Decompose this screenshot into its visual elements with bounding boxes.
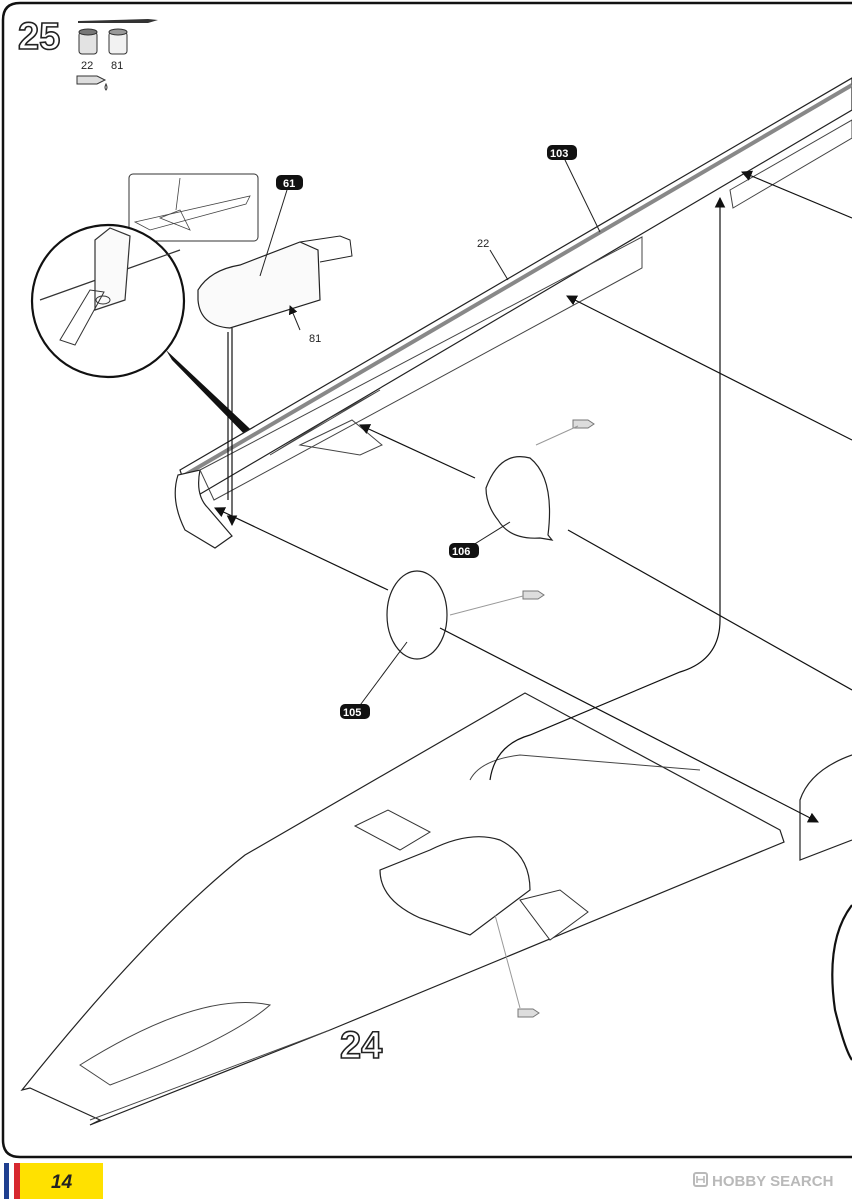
glue-tube-icon bbox=[76, 75, 108, 91]
page-border bbox=[1, 1, 852, 1159]
fuselage-part-103 bbox=[174, 77, 852, 549]
paint-label-22: 22 bbox=[477, 238, 489, 250]
brand-watermark: HOBBY SEARCH bbox=[712, 1173, 833, 1190]
glue-tube-icon bbox=[535, 419, 595, 446]
leader-lines bbox=[259, 159, 601, 713]
svg-text:61: 61 bbox=[283, 178, 295, 190]
hobby-search-logo-icon bbox=[693, 1172, 708, 1187]
flag-red bbox=[14, 1163, 20, 1199]
glue-tube-icon bbox=[449, 590, 545, 616]
reference-step-24: 24 bbox=[340, 1025, 382, 1067]
svg-text:103: 103 bbox=[550, 148, 568, 160]
badge-61: 61 bbox=[276, 175, 303, 190]
paint-code-81: 81 bbox=[111, 60, 123, 72]
step-number: 25 bbox=[18, 16, 60, 58]
paint-code-22: 22 bbox=[81, 60, 93, 72]
step-header: 25 22 81 bbox=[17, 15, 158, 91]
svg-text:105: 105 bbox=[343, 707, 361, 719]
page-number-tab bbox=[20, 1163, 103, 1199]
footer: 14 HOBBY SEARCH bbox=[4, 1163, 833, 1199]
wing-assembly-24 bbox=[20, 692, 785, 1126]
flag-blue bbox=[4, 1163, 9, 1199]
part-106 bbox=[485, 456, 554, 541]
paintbrush-icon bbox=[78, 19, 158, 23]
page-number: 14 bbox=[51, 1172, 73, 1193]
badge-103: 103 bbox=[547, 145, 577, 160]
paint-jar-icon bbox=[78, 28, 98, 55]
part-61 bbox=[197, 235, 353, 329]
paint-jar-icon bbox=[108, 28, 128, 55]
paint-label-81: 81 bbox=[309, 333, 321, 345]
badge-105: 105 bbox=[340, 704, 370, 719]
glue-tube-icon bbox=[494, 914, 540, 1018]
reference-inset bbox=[128, 173, 259, 242]
flag-white bbox=[9, 1163, 14, 1199]
detail-magnifier bbox=[30, 223, 262, 445]
part-105 bbox=[386, 570, 448, 660]
badge-106: 106 bbox=[449, 543, 479, 558]
assembly-arrows bbox=[214, 170, 852, 823]
adjacent-part-right bbox=[799, 754, 852, 1061]
svg-text:106: 106 bbox=[452, 546, 470, 558]
